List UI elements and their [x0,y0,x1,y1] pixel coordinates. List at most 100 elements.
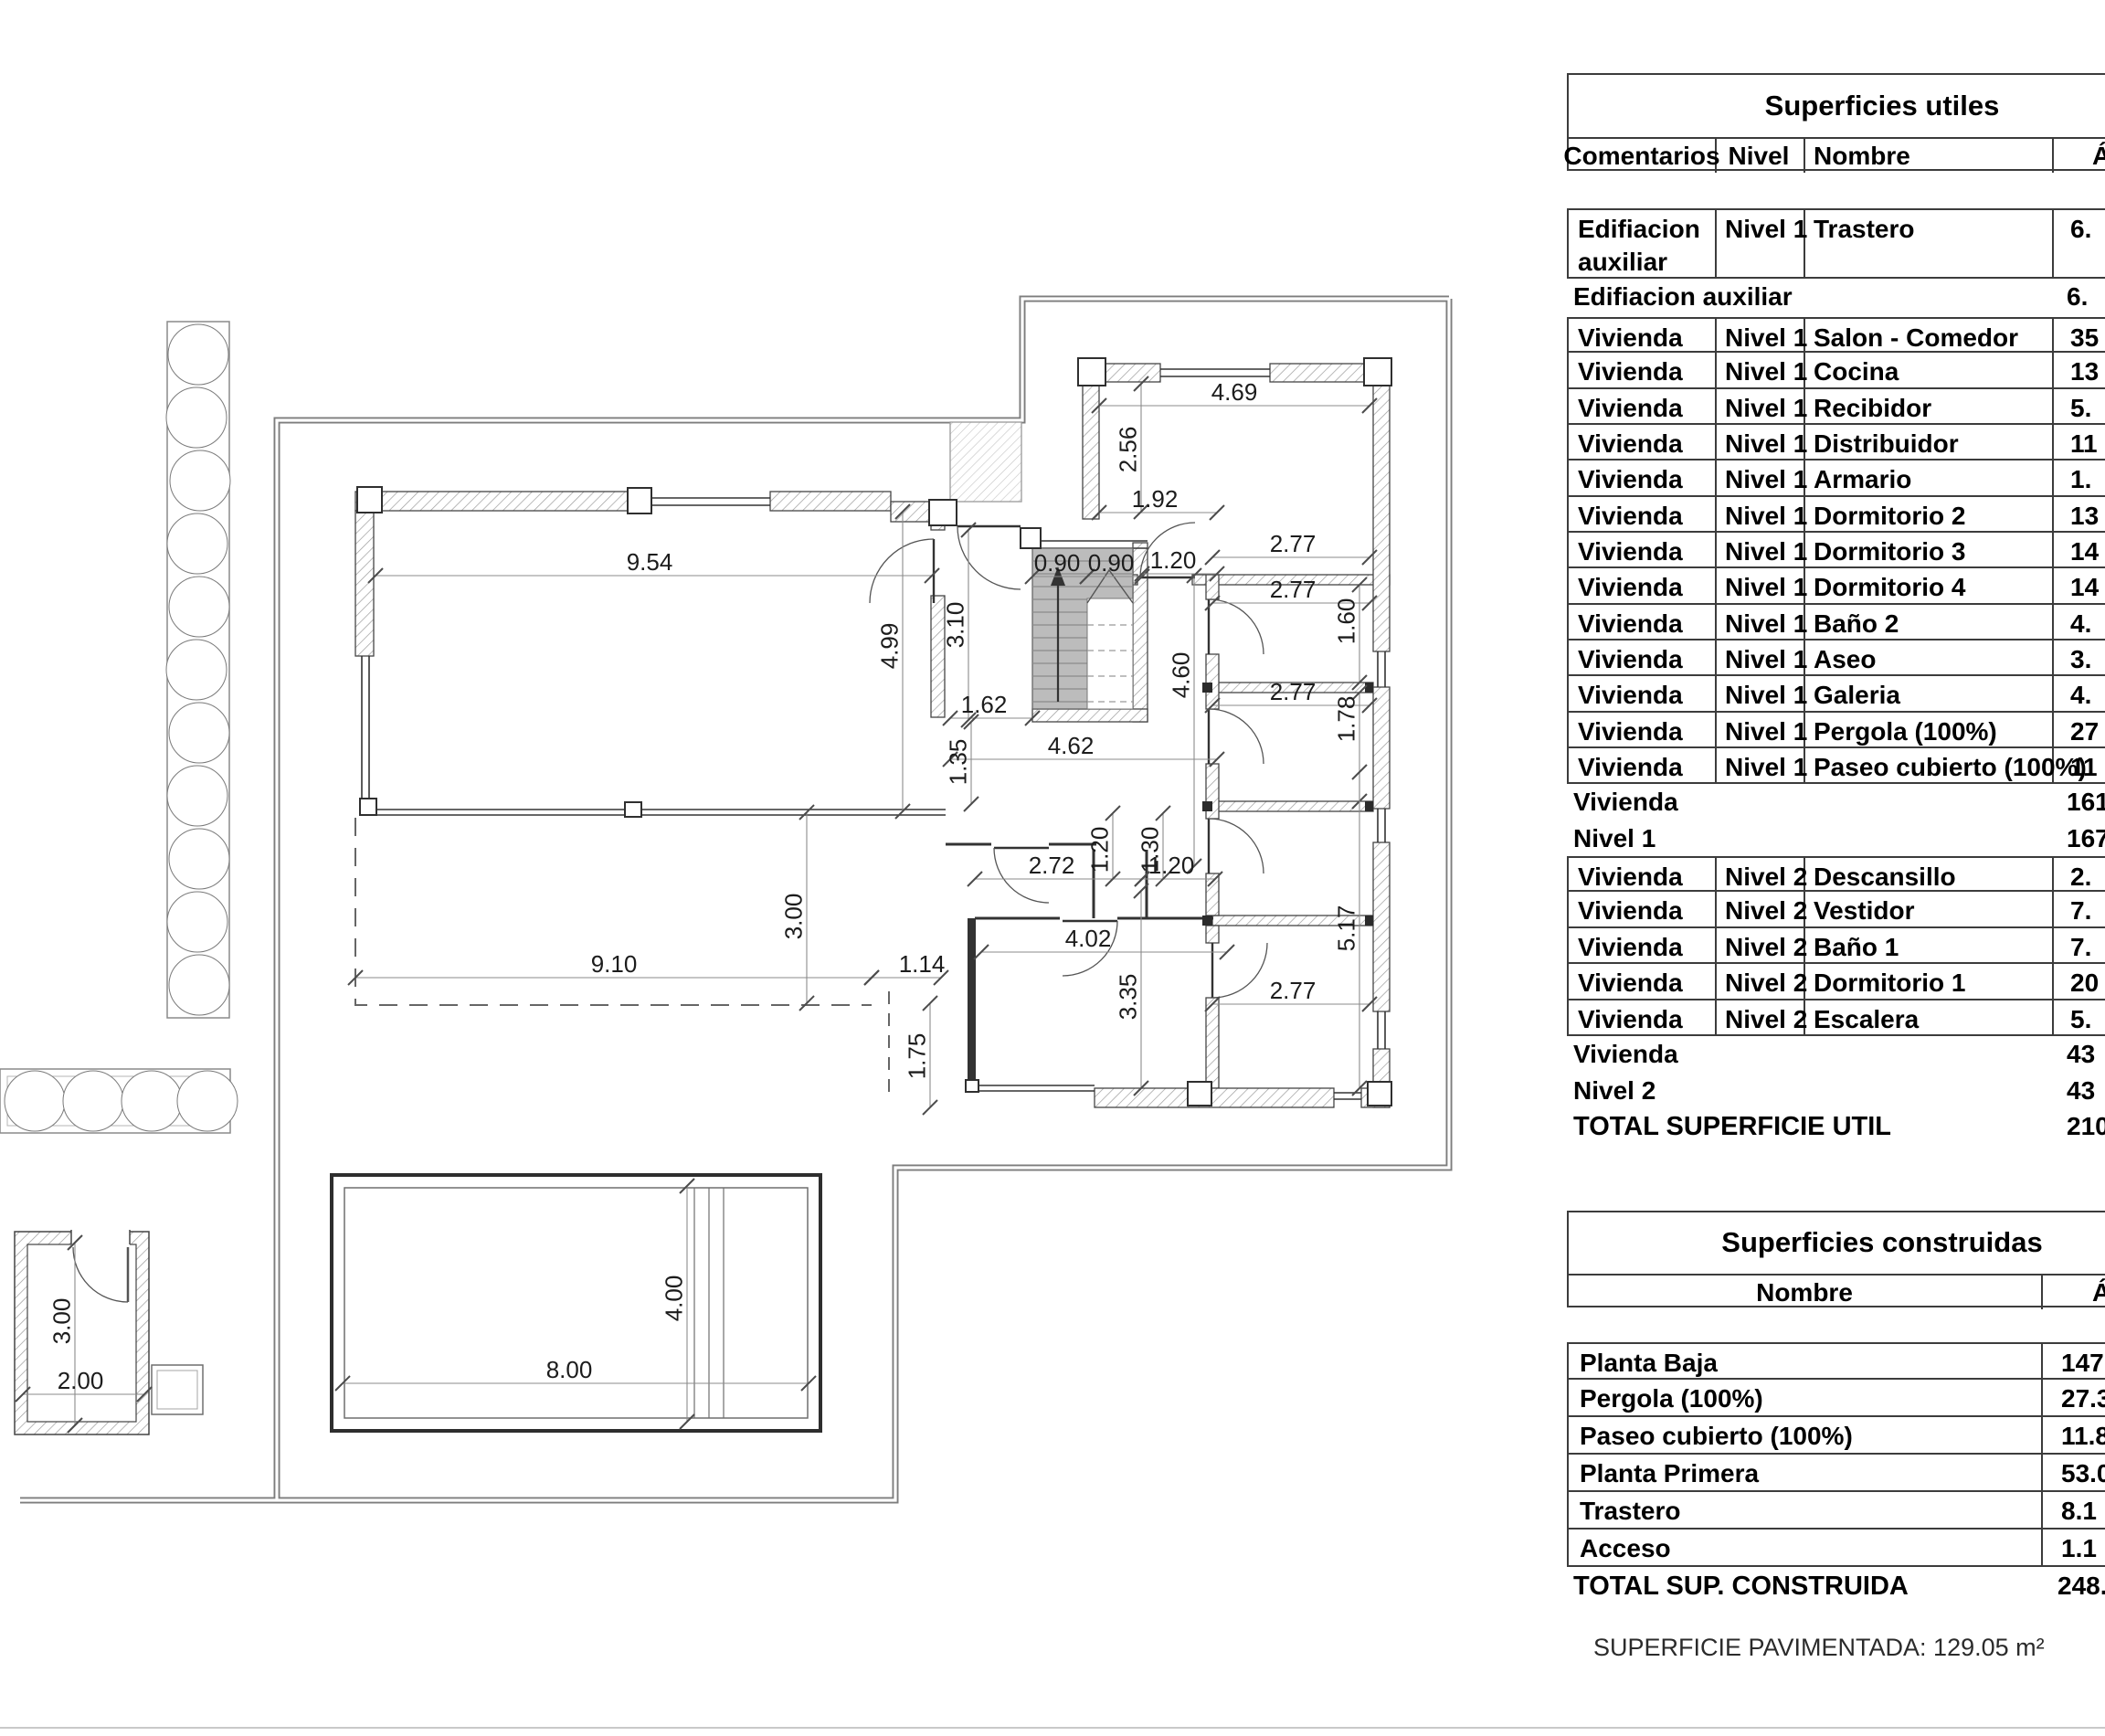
column-divider [2052,353,2054,387]
cell-comentarios: Vivienda [1578,753,1683,781]
cell-area: 167 [2067,824,2105,852]
column-divider [2041,1455,2043,1490]
cell-nombre: Pergola (100%) [1814,717,1997,746]
cell-comentarios: Vivienda [1578,573,1683,601]
tree-icon [166,513,228,575]
windows [361,368,1386,1100]
cell-nivel: Nivel 2 [1725,896,1808,925]
column-divider [2052,964,2054,999]
cell-nivel: Nivel 1 [1725,537,1808,566]
cell-area: 14 [2070,573,2100,601]
doors [869,522,1268,999]
cell-nombre: Escalera [1814,1005,1920,1033]
table-row: Edifiacion auxiliar 6. [1567,279,2105,317]
door-arc-icon [869,538,936,604]
glass-wall [975,1085,1095,1092]
tree-icon [168,828,230,890]
cell-nivel: Nivel 1 [1725,717,1808,746]
column-divider [2052,460,2054,495]
column-divider [2052,928,2054,962]
column-divider [2052,676,2054,711]
tree-icon [165,386,227,449]
total-label: TOTAL SUP. CONSTRUIDA [1573,1572,1909,1601]
column-divider [1804,210,1805,277]
pillar-icon [928,499,957,526]
pillar-icon [359,798,377,816]
cell-nivel: Nivel 2 [1725,969,1808,997]
col-header-area: Área [2092,1278,2105,1307]
column-divider [1804,460,1805,495]
landing-rail [1040,540,1148,549]
cell-area: 5. [2070,1005,2092,1033]
cell-nombre: Dormitorio 1 [1814,969,1966,997]
cell-nombre: Paseo cubierto (100%) [1580,1422,1853,1450]
cell-comentarios: Edifiacion [1578,215,1700,243]
summary-label: Nivel 1 [1573,824,1656,852]
cell-nombre: Paseo cubierto (100%) [1814,753,2087,781]
cell-nivel: Nivel 1 [1725,681,1808,709]
column-divider [1715,858,1717,890]
column-divider [2052,640,2054,674]
column-divider [2041,1417,2043,1453]
tree-icon [4,1070,66,1132]
staircase [1031,547,1134,710]
door-arc-icon [993,846,1050,904]
cell-comentarios: Vivienda [1578,645,1683,673]
cell-comentarios: Vivienda [1578,863,1683,891]
cell-nombre: Vestidor [1814,896,1915,925]
column-divider [1715,928,1717,962]
cell-comentarios: Vivienda [1578,537,1683,566]
tree-icon [165,639,227,701]
parcel-boundary [20,295,1453,1504]
cell-nivel: Nivel 1 [1725,323,1808,352]
table-frame: Superficies construidas Nombre Área [1567,1211,2105,1309]
cell-nombre: Trastero [1580,1497,1681,1525]
cell-nivel: Nivel 1 [1725,573,1808,601]
cell-area: 6. [2067,282,2089,311]
column-divider [1804,892,1805,926]
column-divider [1804,928,1805,962]
pillars [356,357,1392,1106]
door-arc-icon [957,524,1021,590]
pillar-icon [1363,357,1392,386]
col-header-nombre: Nombre [1814,142,1910,170]
auxiliary-building [14,1228,204,1435]
cell-nombre: Baño 1 [1814,933,1899,961]
glass-wall [365,809,946,816]
cell-nombre: Dormitorio 3 [1814,537,1966,566]
pillar-icon [356,486,383,513]
cell-nivel: Nivel 1 [1725,502,1808,530]
tree-icon [121,1070,183,1132]
cell-area: 1.1 [2061,1534,2097,1562]
column-divider [1715,210,1717,277]
cell-nivel: Nivel 2 [1725,863,1808,891]
column-divider [1804,640,1805,674]
stair-break-mark [1086,568,1134,604]
cell-comentarios: Vivienda [1578,896,1683,925]
cell-area: 53.0 [2061,1459,2105,1487]
summary-label: Edifiacion auxiliar [1573,282,1793,311]
column-divider [2041,1380,2043,1415]
cell-comentarios: Vivienda [1578,1005,1683,1033]
cell-area: 147. [2061,1349,2105,1377]
col-header-nombre: Nombre [1756,1278,1853,1307]
cell-nivel: Nivel 1 [1725,394,1808,422]
column-divider [2052,748,2054,782]
pillar-icon [1367,1081,1392,1106]
house-walls [354,363,1391,1108]
cell-nivel: Nivel 2 [1725,1005,1808,1033]
tree-icon [166,891,228,953]
cell-area: 20 [2070,969,2100,997]
table-title: Superficies construidas [1721,1226,2043,1258]
column-divider [1715,892,1717,926]
column-divider [1715,460,1717,495]
col-header-nivel: Nivel [1728,142,1790,170]
